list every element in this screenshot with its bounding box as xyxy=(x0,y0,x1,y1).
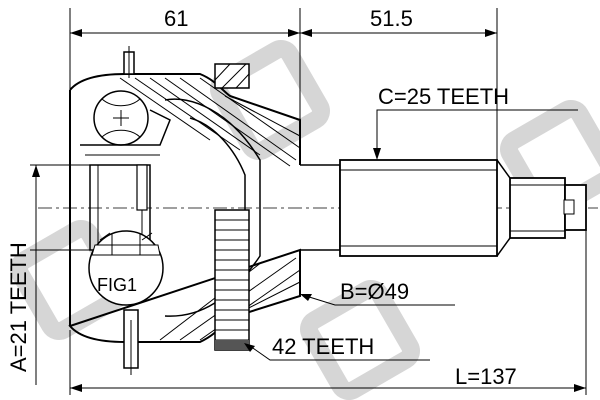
ball-cage xyxy=(80,90,171,156)
diameter-label: B=Ø49 xyxy=(340,279,409,304)
overall-dimension-line xyxy=(69,230,587,395)
inner-spline-dimension xyxy=(30,164,140,385)
outer-race-housing xyxy=(68,73,301,343)
inner-spline-label: A=21 TEETH xyxy=(6,242,31,372)
fig1-label: FIG1 xyxy=(97,275,137,295)
retaining-pins xyxy=(123,46,148,375)
housing-tab xyxy=(214,63,250,89)
diameter-leader xyxy=(300,294,455,306)
splined-shaft xyxy=(339,159,511,257)
abs-ring-leader xyxy=(244,343,430,361)
overall-length-label: L=137 xyxy=(455,364,517,389)
shaft-spline-label: C=25 TEETH xyxy=(378,84,509,109)
top-dimension-lines xyxy=(69,8,498,165)
threaded-tip xyxy=(509,177,587,239)
shaft-length-label: 51.5 xyxy=(370,6,413,31)
housing-length-label: 61 xyxy=(164,6,188,31)
housing-neck xyxy=(300,164,341,251)
shaft-spline-leader xyxy=(373,109,578,160)
abs-ring-label: 42 TEETH xyxy=(272,334,374,359)
abs-tone-ring xyxy=(214,209,250,351)
fig1-detail xyxy=(88,230,164,306)
